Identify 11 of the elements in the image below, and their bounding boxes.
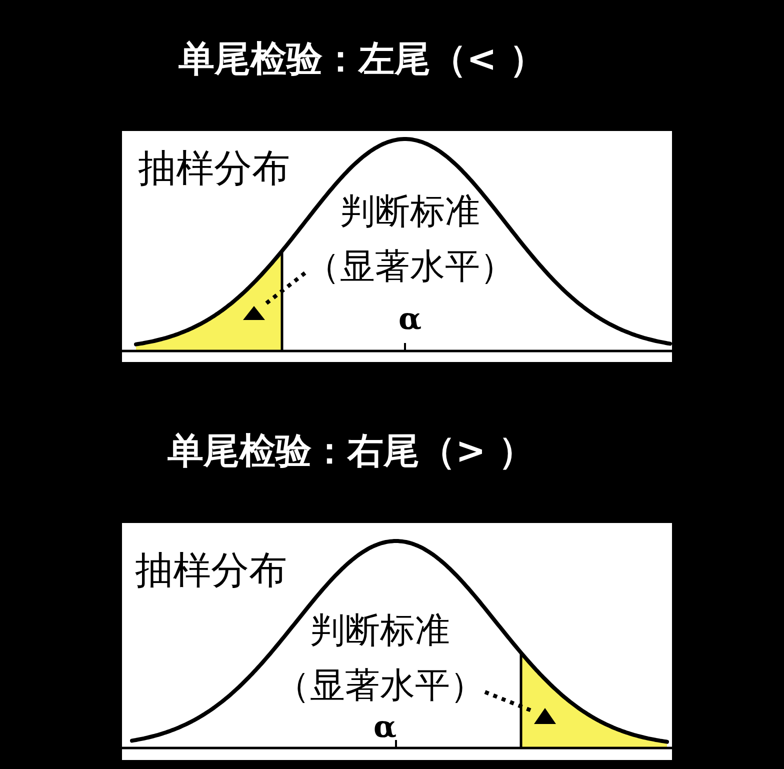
triangle-marker [534,708,556,724]
triangle-marker [243,306,265,320]
criterion-label: 判断标准（显著水平） [305,185,515,295]
section-title: 单尾检验：右尾（> ） [168,430,534,474]
criterion-label: 判断标准（显著水平） [275,604,485,714]
section-title: 单尾检验：左尾（< ） [178,38,546,82]
symbol-label: α [373,713,397,743]
panel-label: 抽样分布 [135,547,287,593]
chart-panel [122,523,672,760]
panel-label: 抽样分布 [138,145,290,191]
symbol-label: α [398,305,422,335]
